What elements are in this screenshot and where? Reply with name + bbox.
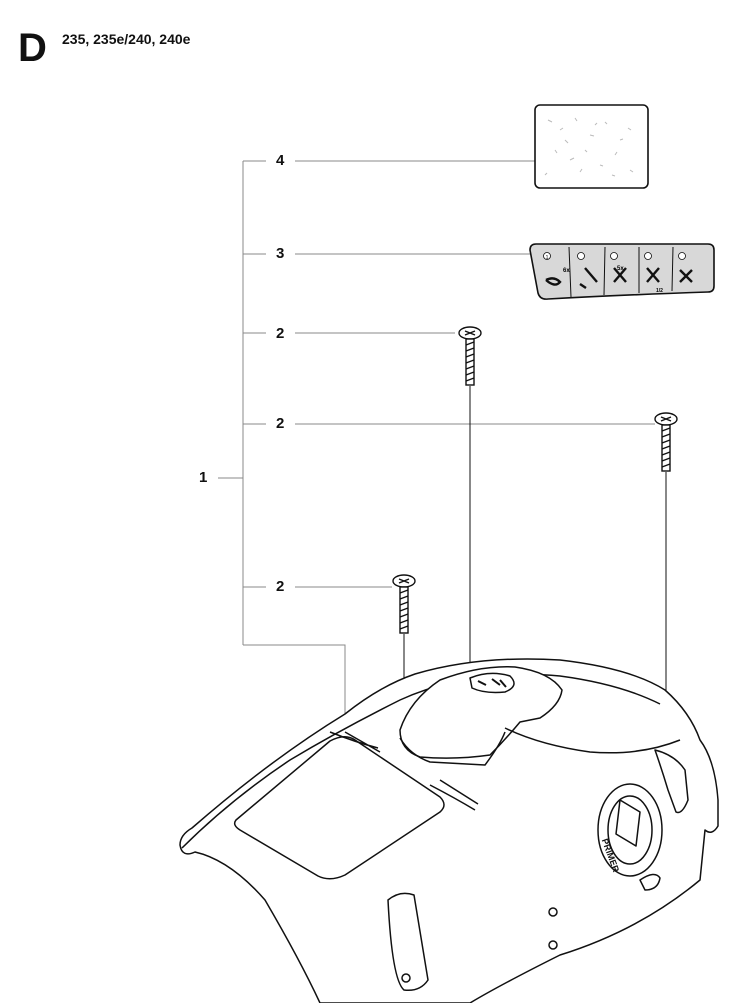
leader-lines — [218, 160, 655, 715]
screw-top — [458, 326, 482, 386]
model-list: 235, 235e/240, 240e — [62, 31, 191, 47]
cylinder-cover — [179, 658, 719, 1003]
screw-right — [654, 412, 678, 472]
decal-five-times: 5x — [617, 266, 624, 272]
decal-step-number: 1 — [546, 255, 549, 261]
callout-2-top: 2 — [276, 325, 285, 342]
decal-half: 1/2 — [656, 288, 663, 294]
callout-2-left: 2 — [276, 578, 285, 595]
starting-instruction-decal: 1 6x 5x 1/2 — [529, 243, 715, 300]
decal-six-times: 6x — [563, 268, 570, 274]
screw-left — [392, 574, 416, 634]
callout-4: 4 — [276, 152, 285, 169]
label-plate — [534, 104, 649, 189]
callout-3: 3 — [276, 245, 285, 262]
callout-1: 1 — [199, 469, 208, 486]
callout-2-right: 2 — [276, 415, 285, 432]
section-letter: D — [18, 26, 47, 70]
